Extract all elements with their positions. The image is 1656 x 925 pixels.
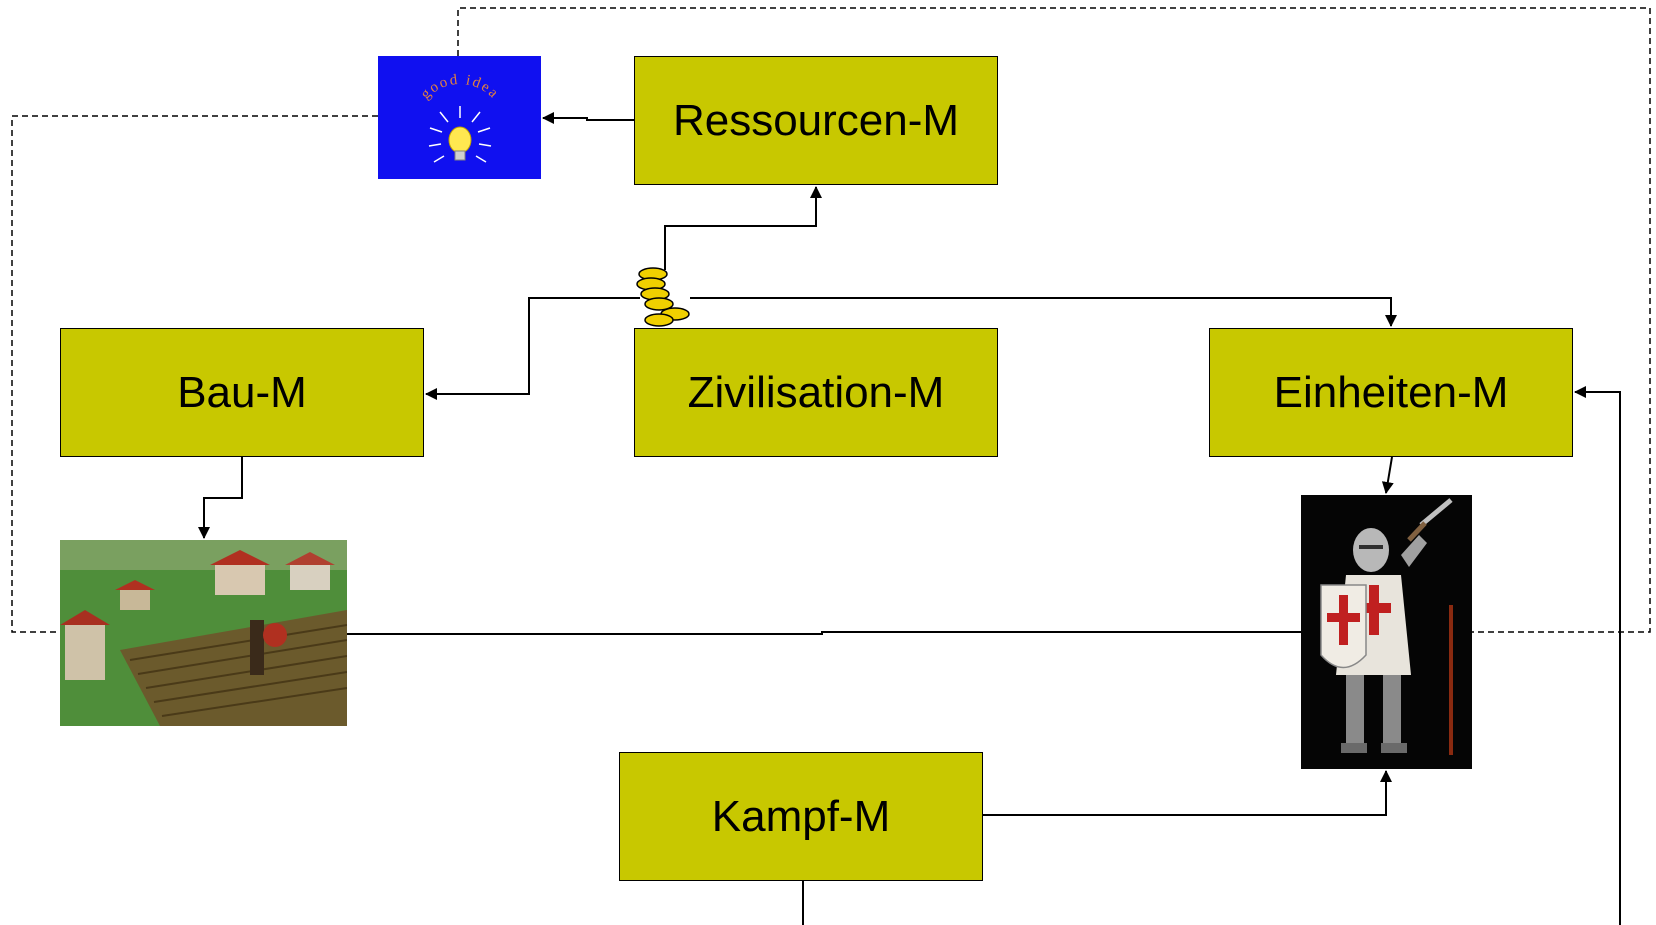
ressourcen-module-label: Ressourcen-M (672, 95, 960, 145)
good-idea-picture: good idea (378, 56, 541, 179)
arrow-right-to-einheiten (1574, 386, 1621, 925)
kampf-module-label: Kampf-M (711, 791, 891, 841)
dashed-feedback-loop (457, 7, 1651, 633)
lightbulb-icon: good idea (418, 72, 503, 163)
einheiten-module: Einheiten-M (1209, 328, 1573, 457)
line-village-to-knight (347, 631, 1301, 635)
bau-module-label: Bau-M (177, 367, 307, 417)
arrow-kampf-to-knight (983, 770, 1392, 816)
dashed-left-loop (11, 115, 378, 633)
coins-icon (629, 264, 699, 330)
arrow-bau-to-village (198, 457, 243, 539)
zivilisation-module: Zivilisation-M (634, 328, 998, 457)
svg-text:good idea: good idea (418, 72, 503, 103)
zivilisation-module-label: Zivilisation-M (687, 367, 945, 417)
village-screenshot (60, 540, 347, 726)
arrow-coins-to-ressourcen (664, 186, 822, 270)
arrow-ressourcen-to-idea (542, 112, 634, 124)
arrow-einheiten-to-knight (1381, 456, 1394, 494)
einheiten-module-label: Einheiten-M (1273, 367, 1509, 417)
arrow-coins-to-einheiten (690, 297, 1397, 327)
bau-module: Bau-M (60, 328, 424, 457)
kampf-module: Kampf-M (619, 752, 983, 881)
ressourcen-module: Ressourcen-M (634, 56, 998, 185)
crusader-knight-picture (1301, 495, 1472, 769)
arrow-coins-to-bau (425, 297, 640, 400)
good-idea-text: good idea (418, 72, 501, 103)
